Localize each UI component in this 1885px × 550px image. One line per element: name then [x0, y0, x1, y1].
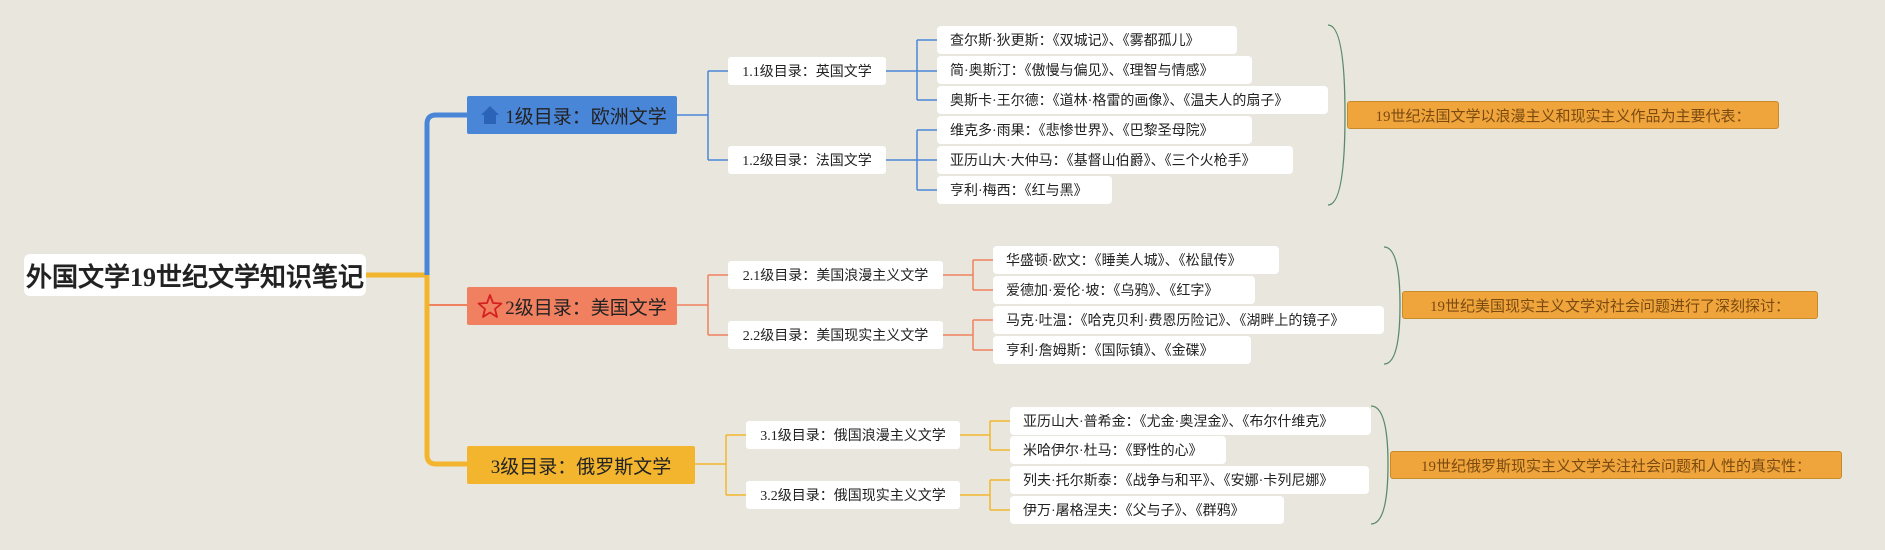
- item-hugo[interactable]: 维克多·雨果：《悲惨世界》、《巴黎圣母院》: [937, 116, 1252, 144]
- item-turgenev[interactable]: 伊万·屠格涅夫：《父与子》、《群鸦》: [1010, 496, 1284, 524]
- trunk-to-america: [426, 275, 467, 306]
- item-twain[interactable]: 马克·吐温：《哈克贝利·费恩历险记》、《湖畔上的镜子》: [993, 306, 1384, 334]
- summary-america[interactable]: 19世纪美国现实主义文学对社会问题进行了深刻探讨：: [1402, 291, 1818, 319]
- sub-am-romantic[interactable]: 2.1级目录：美国浪漫主义文学: [728, 261, 943, 289]
- item-austen[interactable]: 简·奥斯汀：《傲慢与偏见》、《理智与情感》: [937, 56, 1252, 84]
- am-romantic-items-connector: [943, 259, 993, 291]
- summary-russia[interactable]: 19世纪俄罗斯现实主义文学关注社会问题和人性的真实性：: [1390, 451, 1842, 479]
- ru-romantic-items-connector: [960, 420, 1010, 451]
- item-tolstoy[interactable]: 列夫·托尔斯泰：《战争与和平》、《安娜·卡列尼娜》: [1010, 466, 1369, 494]
- sub-france[interactable]: 1.2级目录：法国文学: [728, 146, 886, 174]
- branch-europe[interactable]: 1级目录：欧洲文学: [467, 96, 677, 134]
- europe-sub-connector: [677, 70, 728, 161]
- branch-europe-label: 1级目录：欧洲文学: [505, 106, 667, 128]
- item-dickens[interactable]: 查尔斯·狄更斯：《双城记》、《雾都孤儿》: [937, 26, 1237, 54]
- france-items-connector: [886, 129, 937, 191]
- star-icon: [477, 293, 503, 319]
- america-sub-connector: [677, 274, 728, 336]
- russia-summary-bracket: [1370, 405, 1389, 525]
- russia-sub-connector: [695, 434, 746, 496]
- sub-ru-realist[interactable]: 3.2级目录：俄国现实主义文学: [746, 481, 960, 509]
- item-poe[interactable]: 爱德加·爱伦·坡：《乌鸦》、《红字》: [993, 276, 1255, 304]
- item-pushkin[interactable]: 亚历山大·普希金：《尤金·奥涅金》、《布尔什维克》: [1010, 407, 1371, 435]
- item-wilde[interactable]: 奥斯卡·王尔德：《道林·格雷的画像》、《温夫人的扇子》: [937, 86, 1328, 114]
- am-realist-items-connector: [943, 319, 993, 351]
- item-dumas-m[interactable]: 米哈伊尔·杜马：《野性的心》: [1010, 436, 1226, 464]
- trunk-to-europe: [424, 112, 467, 275]
- item-stendhal[interactable]: 亨利·梅西：《红与黑》: [937, 176, 1112, 204]
- home-icon: [477, 102, 503, 128]
- item-james[interactable]: 亨利·詹姆斯：《国际镇》、《金碟》: [993, 336, 1251, 364]
- trunk-to-russia: [424, 275, 467, 467]
- branch-america-label: 2级目录：美国文学: [505, 297, 667, 319]
- sub-england[interactable]: 1.1级目录：英国文学: [728, 57, 886, 85]
- sub-ru-romantic[interactable]: 3.1级目录：俄国浪漫主义文学: [746, 421, 960, 449]
- summary-europe[interactable]: 19世纪法国文学以浪漫主义和现实主义作品为主要代表：: [1347, 101, 1779, 129]
- america-summary-bracket: [1383, 246, 1401, 365]
- root-topic[interactable]: 外国文学19世纪文学知识笔记: [24, 254, 366, 296]
- branch-russia[interactable]: 3级目录：俄罗斯文学: [467, 446, 695, 484]
- england-items-connector: [886, 39, 937, 101]
- item-irving[interactable]: 华盛顿·欧文：《睡美人城》、《松鼠传》: [993, 246, 1279, 274]
- sub-am-realist[interactable]: 2.2级目录：美国现实主义文学: [728, 321, 943, 349]
- branch-russia-label: 3级目录：俄罗斯文学: [490, 456, 672, 478]
- branch-america[interactable]: 2级目录：美国文学: [467, 287, 677, 325]
- europe-summary-bracket: [1327, 24, 1346, 206]
- item-dumas[interactable]: 亚历山大·大仲马：《基督山伯爵》、《三个火枪手》: [937, 146, 1293, 174]
- ru-realist-items-connector: [960, 479, 1010, 511]
